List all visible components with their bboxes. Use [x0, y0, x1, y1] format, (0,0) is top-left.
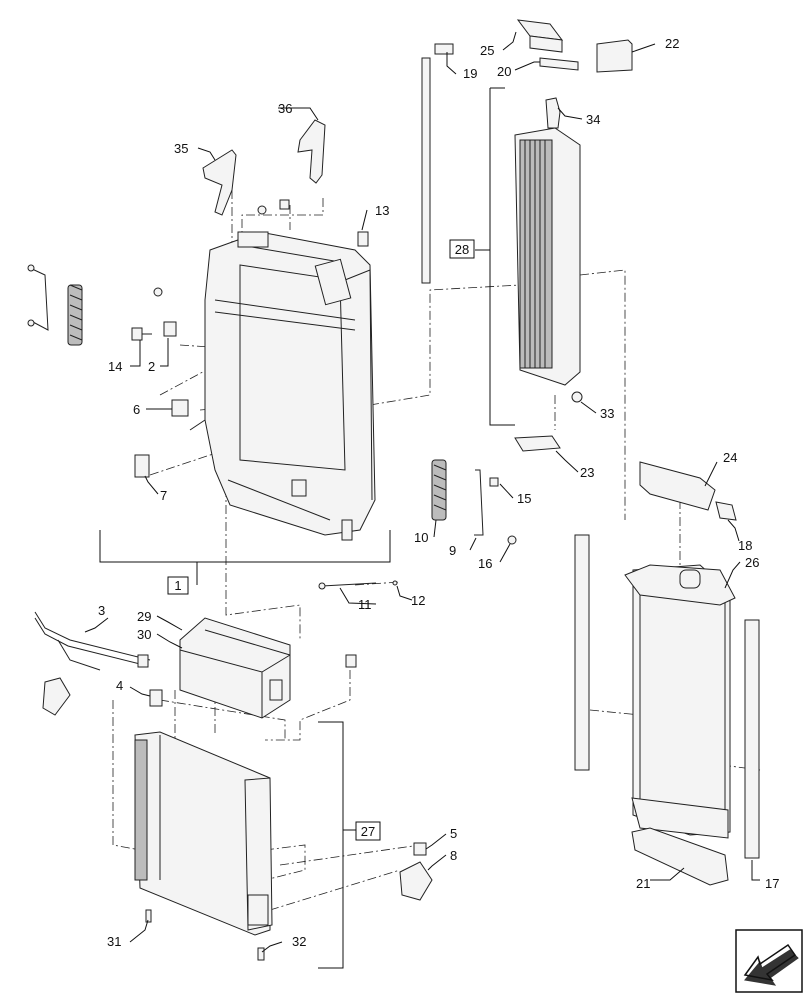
callout-12: 12 [411, 593, 425, 608]
callout-9: 9 [449, 543, 456, 558]
cooler-28 [514, 97, 583, 403]
arrow-down-left-icon [743, 943, 799, 986]
callout-33: 33 [600, 406, 614, 421]
condenser-27 [134, 731, 273, 961]
seal-strip-left [574, 534, 590, 771]
svg-text:27: 27 [361, 824, 375, 839]
callout-16: 16 [478, 556, 492, 571]
svg-text:28: 28 [455, 242, 469, 257]
bolt-14 [131, 327, 152, 341]
callout-20: 20 [497, 64, 511, 79]
clip-13 [357, 231, 369, 247]
svg-text:1: 1 [174, 578, 181, 593]
fasteners-top [257, 199, 290, 215]
callout-15: 15 [517, 491, 531, 506]
callout-35: 35 [174, 141, 188, 156]
callout-25: 25 [480, 43, 494, 58]
callout-26: 26 [745, 555, 759, 570]
block-6 [171, 399, 189, 417]
spring-10 [431, 459, 447, 521]
callout-4: 4 [116, 678, 123, 693]
rod-9 [474, 469, 484, 536]
callout-22: 22 [665, 36, 679, 51]
box-callout-27: 27 [355, 821, 381, 841]
seal-strip-17 [744, 619, 760, 859]
callout-34: 34 [586, 112, 600, 127]
callout-14: 14 [108, 359, 122, 374]
cooler-29-30 [179, 617, 291, 719]
nut-16 [507, 535, 517, 545]
clip-4 [149, 689, 163, 707]
radiator-shroud-frame [189, 231, 376, 541]
spring-15 [489, 477, 499, 487]
plate-8 [399, 861, 433, 901]
callout-19: 19 [463, 66, 477, 81]
callout-8: 8 [450, 848, 457, 863]
callout-3: 3 [98, 603, 105, 618]
seal-24 [639, 461, 716, 511]
callout-5: 5 [450, 826, 457, 841]
callout-leaders [84, 31, 760, 953]
callout-13: 13 [375, 203, 389, 218]
callout-11: 11 [358, 597, 372, 612]
callout-32: 32 [292, 934, 306, 949]
callout-23: 23 [580, 465, 594, 480]
callout-30: 30 [137, 627, 151, 642]
seal-strip-21 [631, 827, 729, 886]
callout-10: 10 [414, 530, 428, 545]
callout-31: 31 [107, 934, 121, 949]
box-callout-1: 1 [167, 576, 189, 595]
callout-6: 6 [133, 402, 140, 417]
callout-24: 24 [723, 450, 737, 465]
box-callout-28: 28 [449, 239, 475, 259]
plate-left [42, 677, 71, 716]
rod-11 [318, 580, 398, 590]
bracket-35 [202, 149, 237, 216]
spring-assembly-left [27, 264, 163, 346]
callout-36: 36 [278, 101, 292, 116]
clip-2 [163, 321, 177, 337]
clip-5 [413, 842, 427, 856]
foam-pads [516, 19, 633, 73]
plate-7 [134, 454, 150, 478]
bracket-36 [297, 119, 326, 184]
callout-21: 21 [636, 876, 650, 891]
callout-7: 7 [160, 488, 167, 503]
seal-strip-19 [421, 43, 454, 284]
tube-3 [34, 611, 151, 671]
nav-arrow-button[interactable] [735, 929, 803, 993]
clip-right-top [345, 654, 357, 668]
callout-18: 18 [738, 538, 752, 553]
radiator-26 [624, 564, 736, 839]
callout-2: 2 [148, 359, 155, 374]
callout-17: 17 [765, 876, 779, 891]
seal-strip-23 [514, 435, 561, 452]
group-brackets [99, 87, 515, 969]
seal-18 [715, 501, 737, 521]
callout-numbers: 25 20 22 19 34 35 36 13 14 2 6 7 33 23 2… [98, 36, 779, 949]
callout-29: 29 [137, 609, 151, 624]
